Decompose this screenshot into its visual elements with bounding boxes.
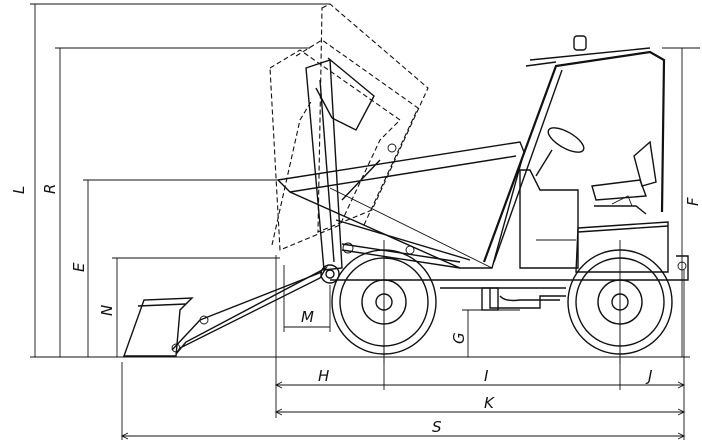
skip-raised-dashed (269, 3, 429, 251)
front-bucket (123, 297, 194, 357)
label-l: L (10, 186, 28, 194)
dimension-m (283, 265, 331, 332)
rear-wheel (331, 240, 437, 364)
loader-mast (305, 57, 381, 284)
label-g: G (450, 332, 468, 344)
dimension-g (462, 309, 520, 357)
rops-frame (482, 35, 666, 263)
seat-and-steering (535, 127, 657, 215)
vertical-dimensions (30, 3, 690, 358)
label-k: K (484, 394, 495, 412)
dimension-f (662, 47, 700, 357)
dimension-labels: L R E N M G F H I J K S (10, 184, 702, 436)
label-h: H (318, 367, 329, 385)
hydraulic-rams (335, 219, 471, 269)
label-i: I (484, 367, 489, 385)
chassis (330, 169, 689, 311)
label-s: S (432, 418, 442, 436)
horizontal-dimensions (120, 255, 686, 440)
label-j: J (645, 367, 652, 385)
label-r: R (41, 184, 59, 194)
label-m: M (301, 308, 314, 326)
label-n: N (98, 305, 116, 316)
label-f: F (684, 197, 702, 206)
label-e: E (70, 262, 88, 272)
front-wheel (567, 240, 673, 364)
